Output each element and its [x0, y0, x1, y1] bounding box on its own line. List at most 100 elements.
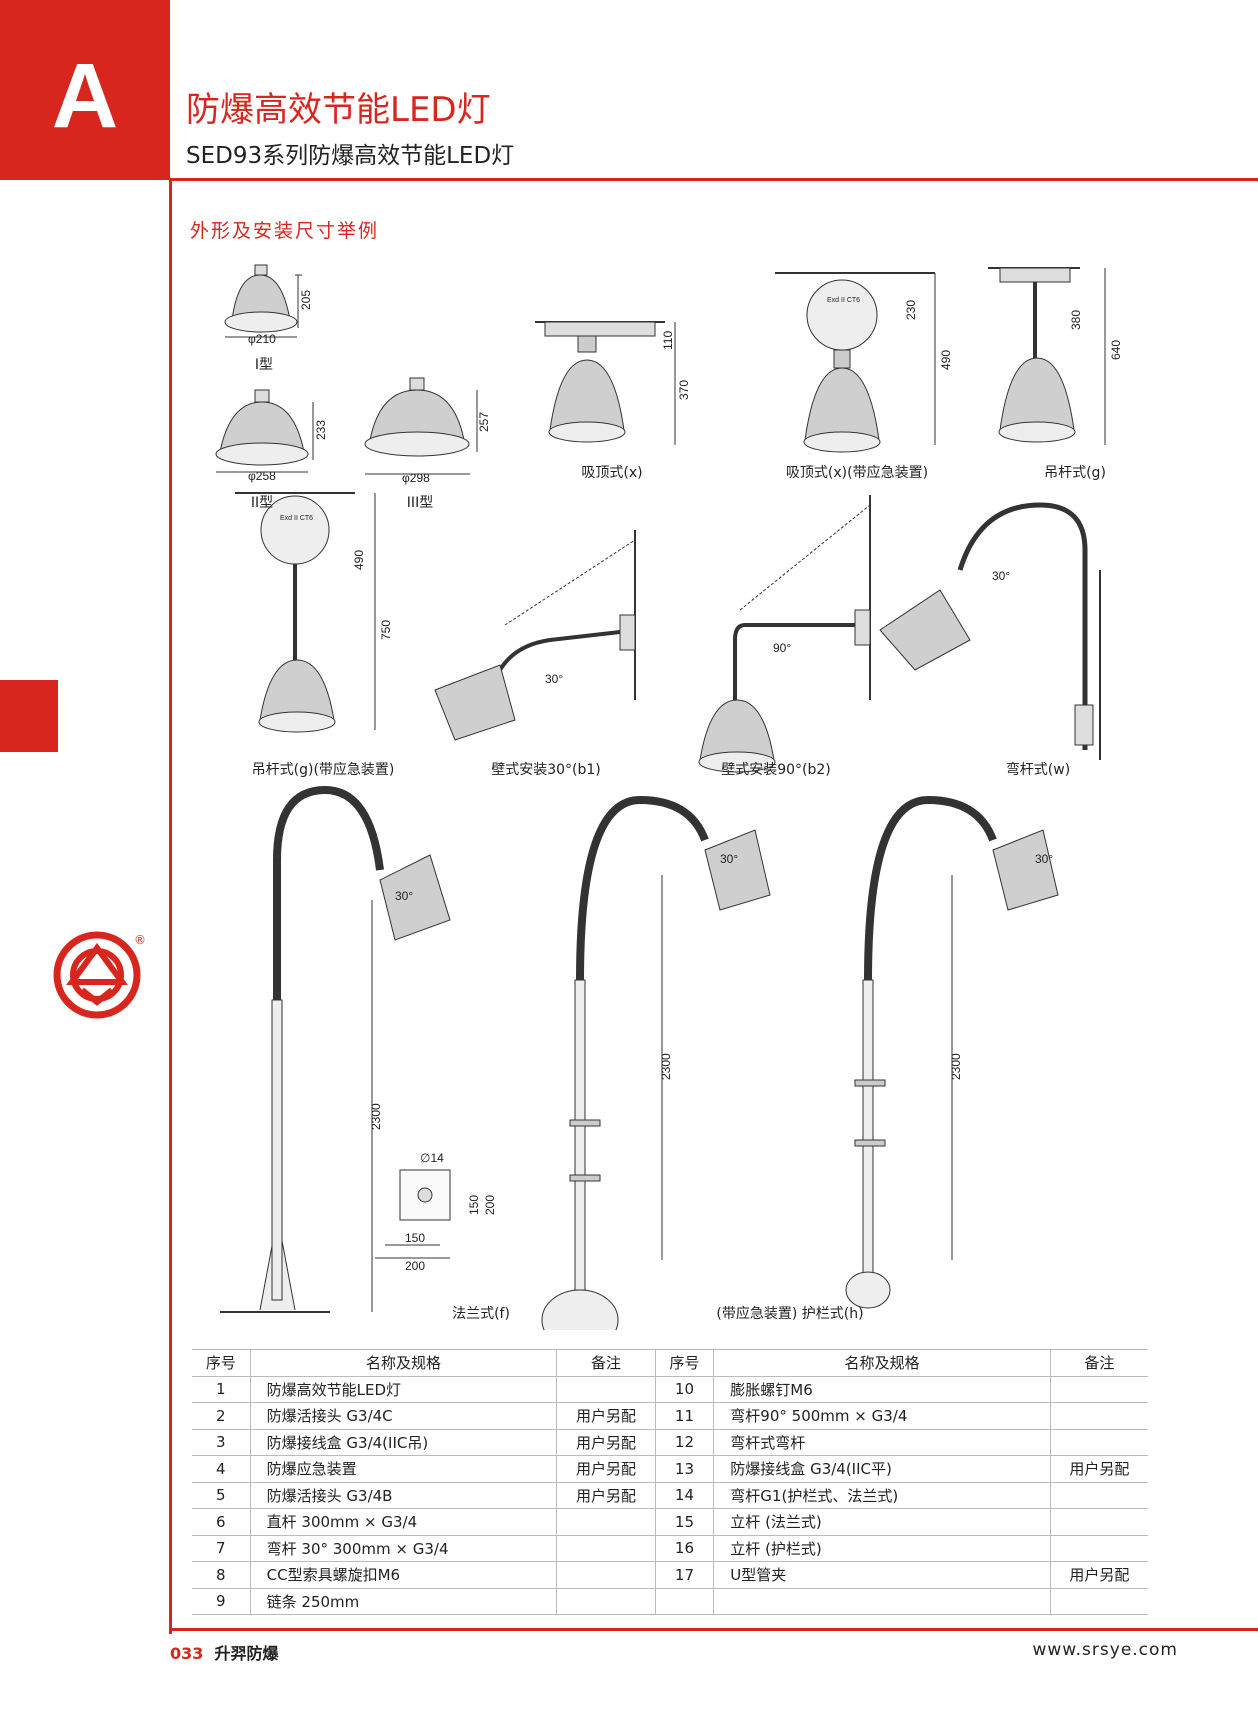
table-cell: 膨胀螺钉M6	[713, 1376, 1051, 1403]
flange-mount-diagram	[220, 785, 451, 1313]
table-cell	[1050, 1402, 1148, 1430]
table-cell: 5	[192, 1482, 251, 1509]
caption-wall-90: 壁式安装90°(b2)	[721, 762, 831, 778]
company-logo	[53, 931, 141, 1019]
table-cell: 用户另配	[556, 1429, 656, 1456]
dim-label: 30°	[395, 889, 413, 903]
table-cell	[1050, 1429, 1148, 1456]
dim-label: 257	[477, 412, 491, 432]
col-header: 备注	[1050, 1349, 1148, 1377]
table-cell: U型管夹	[713, 1561, 1051, 1589]
table-cell: 防爆接线盒 G3/4(IIC平)	[713, 1455, 1051, 1483]
caption-guardrail: (带应急装置) 护栏式(h)	[716, 1306, 864, 1322]
table-cell: 防爆应急装置	[250, 1455, 558, 1483]
caption-type-1: I型	[254, 357, 274, 373]
dim-label: φ258	[248, 469, 276, 483]
table-cell: 用户另配	[556, 1455, 656, 1483]
table-cell	[1050, 1482, 1148, 1509]
dim-label: 233	[314, 420, 328, 440]
table-cell: 14	[655, 1482, 715, 1509]
table-cell: 弯杆 30° 300mm × G3/4	[250, 1535, 558, 1562]
dim-label: 30°	[992, 569, 1010, 583]
brand-name: 升羿防爆	[214, 1644, 279, 1663]
table-cell: 用户另配	[556, 1482, 656, 1509]
col-header: 备注	[556, 1349, 656, 1377]
table-cell: 立杆 (护栏式)	[713, 1535, 1051, 1562]
dim-label: 90°	[773, 641, 791, 655]
table-header-row: 序号 名称及规格 备注 序号 名称及规格 备注	[192, 1349, 1148, 1377]
header-divider	[170, 178, 1258, 181]
page-footer: 033 升羿防爆	[170, 1640, 279, 1664]
table-cell: 17	[655, 1561, 715, 1589]
dim-label: 490	[939, 350, 953, 370]
dim-label: 110	[661, 331, 675, 350]
table-cell: 防爆活接头 G3/4C	[250, 1402, 558, 1430]
col-header: 名称及规格	[250, 1349, 558, 1377]
table-cell: 7	[192, 1535, 251, 1562]
table-cell: 9	[192, 1588, 251, 1615]
table-cell: 15	[655, 1508, 715, 1536]
dim-label: 30°	[720, 852, 738, 866]
caption-type-3: III型	[406, 495, 434, 511]
dim-label: 150	[467, 1195, 481, 1215]
page-subtitle: SED93系列防爆高效节能LED灯	[186, 143, 515, 169]
dim-label: 640	[1109, 340, 1123, 360]
table-cell: 防爆接线盒 G3/4(IIC吊)	[250, 1429, 558, 1456]
guardrail-emergency-diagram	[541, 795, 771, 1330]
table-cell: 13	[655, 1455, 715, 1483]
dim-label: 370	[677, 380, 691, 400]
table-cell: 6	[192, 1508, 251, 1536]
table-cell: 10	[655, 1376, 715, 1403]
dim-label: ∅14	[420, 1151, 444, 1165]
table-cell: 链条 250mm	[250, 1588, 558, 1615]
device-label: Exd II CT6	[280, 515, 313, 522]
table-cell: 弯杆式弯杆	[713, 1429, 1051, 1456]
caption-pendant: 吊杆式(g)	[1044, 465, 1106, 481]
registered-mark: ®	[134, 933, 146, 947]
left-divider	[169, 180, 172, 1634]
dim-label: 205	[299, 290, 313, 310]
lamp-type-3	[364, 377, 478, 475]
wall-90-diagram	[698, 495, 871, 773]
table-cell: 2	[192, 1402, 251, 1430]
table-cell: 1	[192, 1376, 251, 1403]
device-label: Exd II CT6	[827, 297, 860, 304]
table-cell: 用户另配	[556, 1402, 656, 1430]
dim-label: φ210	[248, 332, 276, 346]
table-cell: 16	[655, 1535, 715, 1562]
caption-pendant-emergency: 吊杆式(g)(带应急装置)	[251, 762, 395, 778]
page-title: 防爆高效节能LED灯	[186, 90, 491, 130]
dim-label: 30°	[1035, 852, 1053, 866]
dim-label: 30°	[545, 672, 563, 686]
table-cell: 防爆高效节能LED灯	[250, 1376, 558, 1403]
caption-type-2: II型	[250, 495, 274, 511]
dim-label: 380	[1069, 310, 1083, 330]
caption-ceiling-emergency: 吸顶式(x)(带应急装置)	[785, 465, 929, 481]
table-cell: 防爆活接头 G3/4B	[250, 1482, 558, 1509]
page-number: 033	[170, 1644, 204, 1663]
lamp-type-1	[224, 264, 302, 338]
table-cell: 直杆 300mm × G3/4	[250, 1508, 558, 1536]
dim-label: 2300	[369, 1103, 383, 1130]
dim-label: 150	[405, 1231, 425, 1245]
table-cell	[1050, 1588, 1148, 1615]
table-cell: 立杆 (法兰式)	[713, 1508, 1051, 1536]
caption-wall-30: 壁式安装30°(b1)	[491, 762, 601, 778]
caption-flange: 法兰式(f)	[452, 1306, 510, 1322]
pendant-mount-diagram	[988, 267, 1106, 445]
table-cell	[556, 1561, 656, 1589]
table-cell: 3	[192, 1429, 251, 1456]
table-cell: 4	[192, 1455, 251, 1483]
installation-drawings: φ210 205 φ258 233 φ298 257 110 370 230 4…	[215, 264, 1123, 1330]
table-cell	[713, 1588, 1051, 1615]
dim-label: 2300	[659, 1053, 673, 1080]
lamp-type-2	[215, 389, 314, 473]
section-title: 外形及安装尺寸举例	[190, 220, 380, 242]
table-cell: 弯杆90° 500mm × G3/4	[713, 1402, 1051, 1430]
pendant-emergency-diagram	[235, 492, 376, 733]
table-cell	[556, 1376, 656, 1403]
